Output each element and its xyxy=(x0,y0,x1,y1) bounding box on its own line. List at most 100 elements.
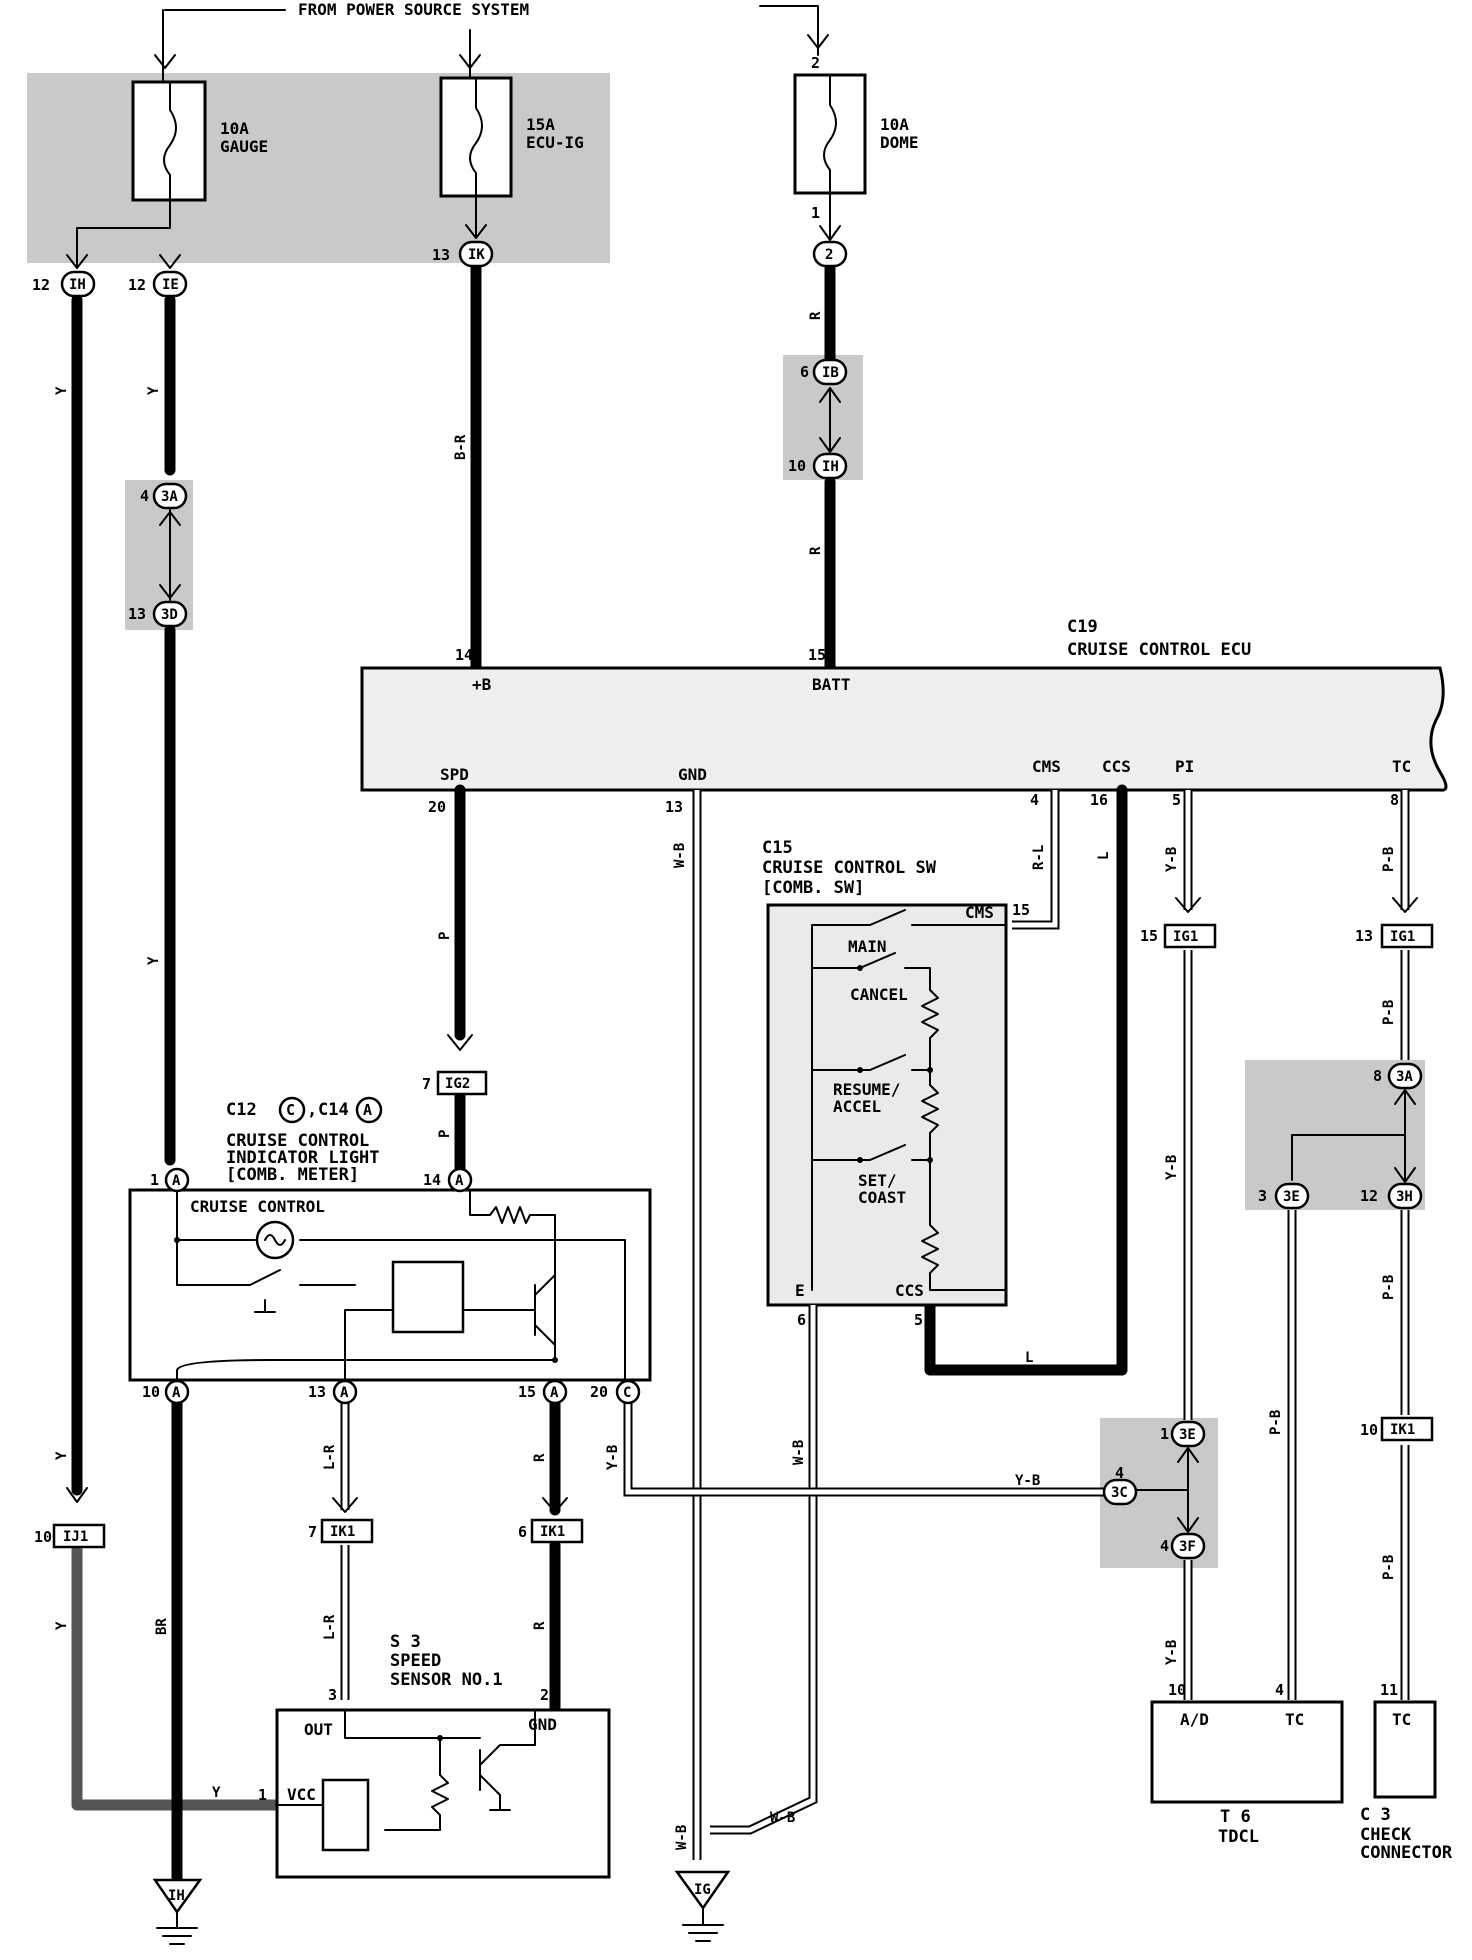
conn-ik1-r: IK1 xyxy=(530,1518,584,1544)
wirelabel-r-4: R xyxy=(532,1621,548,1630)
ecu-pin-gnd: GND xyxy=(678,765,707,784)
wirelabel-pb-3: P-B xyxy=(1381,1275,1397,1300)
wirelabel-yb-2: Y-B xyxy=(1164,1155,1180,1180)
fuse-gauge-name: GAUGE xyxy=(220,137,268,156)
tdcl-pin-ad: 10 xyxy=(1168,1681,1186,1699)
ground-ig: IG xyxy=(674,1870,731,1942)
pin-3-sensor: 3 xyxy=(328,1686,337,1704)
power-line-ecuig xyxy=(459,29,481,81)
conn-c-20: C xyxy=(615,1379,641,1405)
wirelabel-pb-4: P-B xyxy=(1381,1555,1397,1580)
arrow-gauge xyxy=(154,54,176,69)
svg-text:3E: 3E xyxy=(1179,1427,1196,1443)
wirelabel-yb-1: Y-B xyxy=(1164,847,1180,872)
pin-10-ih: 10 xyxy=(788,457,806,475)
conn-a-13: A xyxy=(332,1379,358,1405)
ecu-num-plus-b: 14 xyxy=(455,646,473,664)
fuse-dome-amp: 10A xyxy=(880,115,909,134)
svg-text:IK1: IK1 xyxy=(1390,1422,1415,1438)
tdcl-code: T 6 xyxy=(1220,1807,1251,1827)
wire-3e-3f-link xyxy=(1129,1447,1199,1533)
wire-dome-short xyxy=(819,192,841,241)
svg-text:3D: 3D xyxy=(161,607,178,623)
check-pin-tc: 11 xyxy=(1380,1681,1398,1699)
wire-3a-3e-3h-link xyxy=(1291,1089,1416,1183)
wirelabel-wb-1: W-B xyxy=(672,843,688,868)
switch-resume-label: RESUME/ xyxy=(833,1080,900,1099)
wirelabel-l-1: L xyxy=(1096,852,1112,860)
cruise-control-ecu: C19 CRUISE CONTROL ECU +B BATT SPD GND C… xyxy=(360,617,1448,816)
conn-3e-top: 3E xyxy=(1274,1182,1310,1210)
ecu-num-spd: 20 xyxy=(428,798,446,816)
fuse-ecuig-amp: 15A xyxy=(526,115,555,134)
pin-20-c: 20 xyxy=(590,1383,608,1401)
conn-3d: 3D xyxy=(152,600,188,628)
sensor-code: S 3 xyxy=(390,1632,421,1652)
ecu-num-tc: 8 xyxy=(1390,791,1399,809)
conn-ib: IB xyxy=(812,358,848,386)
wirelabel-rl: R-L xyxy=(1031,845,1047,870)
pin-8-3a: 8 xyxy=(1373,1067,1382,1085)
check-line1: CHECK xyxy=(1360,1825,1412,1845)
ecu-code: C19 xyxy=(1067,617,1098,637)
svg-text:IB: IB xyxy=(822,365,839,381)
conn-3f: 3F xyxy=(1170,1532,1206,1560)
pin-10-ik1: 10 xyxy=(1360,1421,1378,1439)
switch-cms-label: CMS xyxy=(965,903,994,922)
switch-sub: [COMB. SW] xyxy=(762,878,864,898)
wire-r-sensor-arrow xyxy=(542,1497,568,1513)
wire-l-ccs xyxy=(924,784,1128,1376)
ecu-pin-cms: CMS xyxy=(1032,757,1061,776)
svg-text:3A: 3A xyxy=(1396,1069,1413,1085)
wirelabel-wb-4: W-B xyxy=(770,1810,795,1826)
svg-text:A: A xyxy=(172,1385,181,1401)
fuse-dome: 10A DOME 2 1 xyxy=(793,54,919,222)
pin-1-3e: 1 xyxy=(1160,1425,1169,1443)
indicator-code2: C14 xyxy=(318,1100,349,1120)
ecu-pin-spd: SPD xyxy=(440,765,469,784)
pin-13-ig1: 13 xyxy=(1355,927,1373,945)
wirelabel-yb-4: Y-B xyxy=(605,1445,621,1470)
switch-set-label: SET/ xyxy=(858,1171,897,1190)
fuse-gauge: 10A GAUGE xyxy=(131,80,268,202)
fuse-gauge-amp: 10A xyxy=(220,119,249,138)
conn-ig1-pi: IG1 xyxy=(1163,923,1217,949)
pin-4-3a: 4 xyxy=(140,487,149,505)
pin-1-vcc: 1 xyxy=(258,1786,267,1804)
wirelabel-y-5: Y xyxy=(54,1621,70,1630)
svg-text:IJ1: IJ1 xyxy=(63,1529,88,1545)
ecu-name: CRUISE CONTROL ECU xyxy=(1067,640,1251,660)
pin-12-ih: 12 xyxy=(32,276,50,294)
tdcl-connector: A/D TC T 6 TDCL 10 4 xyxy=(1150,1681,1344,1847)
svg-text:C: C xyxy=(623,1385,631,1401)
sensor-line2: SENSOR NO.1 xyxy=(390,1670,503,1690)
wire-gauge-branch xyxy=(76,199,171,269)
svg-text:A: A xyxy=(340,1385,349,1401)
conn-ih-top: IH xyxy=(60,270,96,298)
switch-coast-label: COAST xyxy=(858,1188,906,1207)
pin-13-3d: 13 xyxy=(128,605,146,623)
svg-text:3C: 3C xyxy=(1111,1485,1128,1501)
svg-text:3E: 3E xyxy=(1283,1189,1300,1205)
from-power-source-label: FROM POWER SOURCE SYSTEM xyxy=(298,0,529,19)
tdcl-ad-label: A/D xyxy=(1180,1710,1209,1729)
indicator-code: C12 xyxy=(226,1100,257,1120)
svg-text:IK1: IK1 xyxy=(330,1524,355,1540)
wirelabel-yb-5: Y-B xyxy=(1015,1473,1040,1489)
switch-code: C15 xyxy=(762,838,793,858)
pin-6-ik1: 6 xyxy=(518,1523,527,1541)
svg-text:IH: IH xyxy=(69,277,86,293)
wirelabel-l-2: L xyxy=(1025,1350,1033,1366)
conn-3c: 3C xyxy=(1102,1478,1138,1506)
switch-accel-label: ACCEL xyxy=(833,1097,881,1116)
sensor-vcc-label: VCC xyxy=(287,1785,316,1804)
ecu-num-cms: 4 xyxy=(1030,791,1039,809)
svg-text:2: 2 xyxy=(825,247,833,263)
pin-dome-2: 2 xyxy=(811,54,820,72)
fuse-dome-name: DOME xyxy=(880,133,919,152)
switch-pin-e: 6 xyxy=(797,1311,806,1329)
indicator-line2: INDICATOR LIGHT xyxy=(226,1148,380,1168)
pin-6-ib: 6 xyxy=(800,363,809,381)
svg-text:IG2: IG2 xyxy=(445,1076,470,1092)
conn-ik1-tc: IK1 xyxy=(1380,1416,1434,1442)
